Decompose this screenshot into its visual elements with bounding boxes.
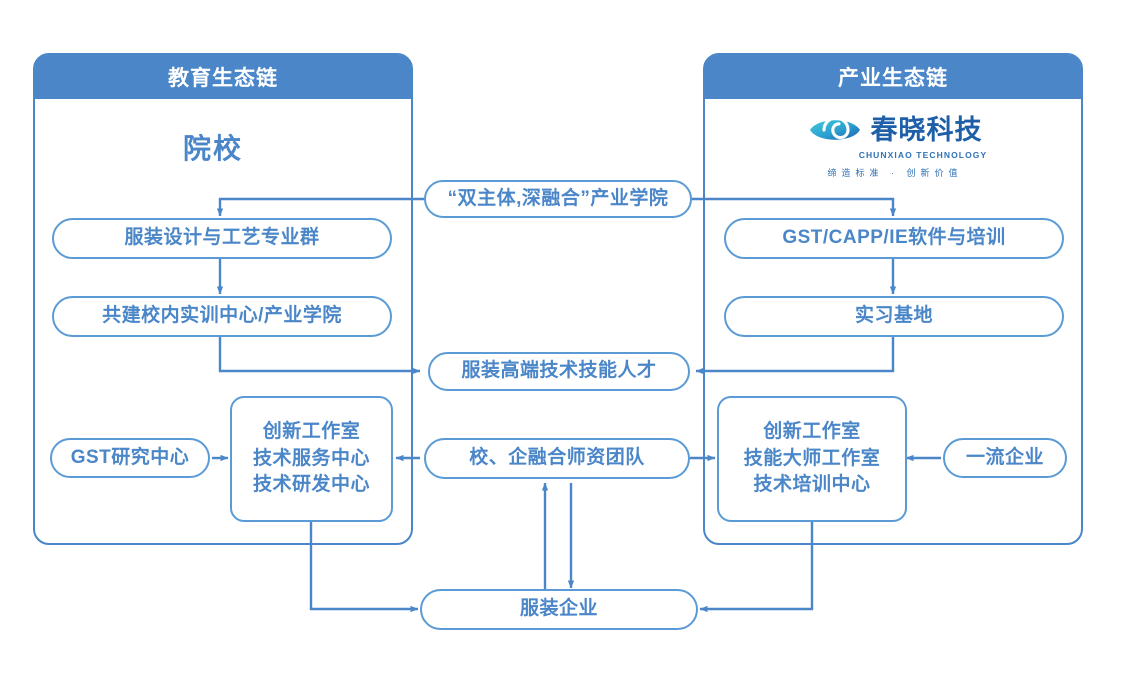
node-teacher-team[interactable]: 校、企融合师资团队 bbox=[424, 438, 690, 479]
node-right-centers[interactable]: 创新工作室 技能大师工作室 技术培训中心 bbox=[717, 396, 907, 522]
node-industry-college[interactable]: “双主体,深融合”产业学院 bbox=[424, 180, 692, 218]
left-panel-heading: 院校 bbox=[183, 133, 244, 164]
eye-swirl-logo-icon bbox=[808, 113, 862, 147]
panel-education-chain-title: 教育生态链 bbox=[168, 67, 278, 90]
node-gst-research-center[interactable]: GST研究中心 bbox=[50, 438, 210, 478]
node-internship-base[interactable]: 实习基地 bbox=[724, 296, 1064, 337]
panel-industry-chain-header: 产业生态链 bbox=[705, 55, 1081, 99]
panel-education-chain-header: 教育生态链 bbox=[35, 55, 411, 99]
node-top-enterprise[interactable]: 一流企业 bbox=[943, 438, 1067, 478]
node-gst-capp-ie-software[interactable]: GST/CAPP/IE软件与培训 bbox=[724, 218, 1064, 259]
node-high-end-talent[interactable]: 服装高端技术技能人才 bbox=[428, 352, 690, 391]
node-left-centers[interactable]: 创新工作室 技术服务中心 技术研发中心 bbox=[230, 396, 393, 522]
logo-name-cn: 春晓科技 bbox=[870, 114, 983, 145]
node-garment-enterprise[interactable]: 服装企业 bbox=[420, 589, 698, 630]
panel-industry-chain-title: 产业生态链 bbox=[838, 67, 948, 90]
node-campus-training-center[interactable]: 共建校内实训中心/产业学院 bbox=[52, 296, 392, 337]
node-major-group[interactable]: 服装设计与工艺专业群 bbox=[52, 218, 392, 259]
logo-name-en: CHUNXIAO TECHNOLOGY bbox=[858, 150, 988, 160]
chunxiao-logo: 春晓科技 CHUNXIAO TECHNOLOGY 缔造标准 · 创新价值 bbox=[800, 113, 990, 179]
logo-tagline: 缔造标准 · 创新价值 bbox=[827, 168, 963, 178]
